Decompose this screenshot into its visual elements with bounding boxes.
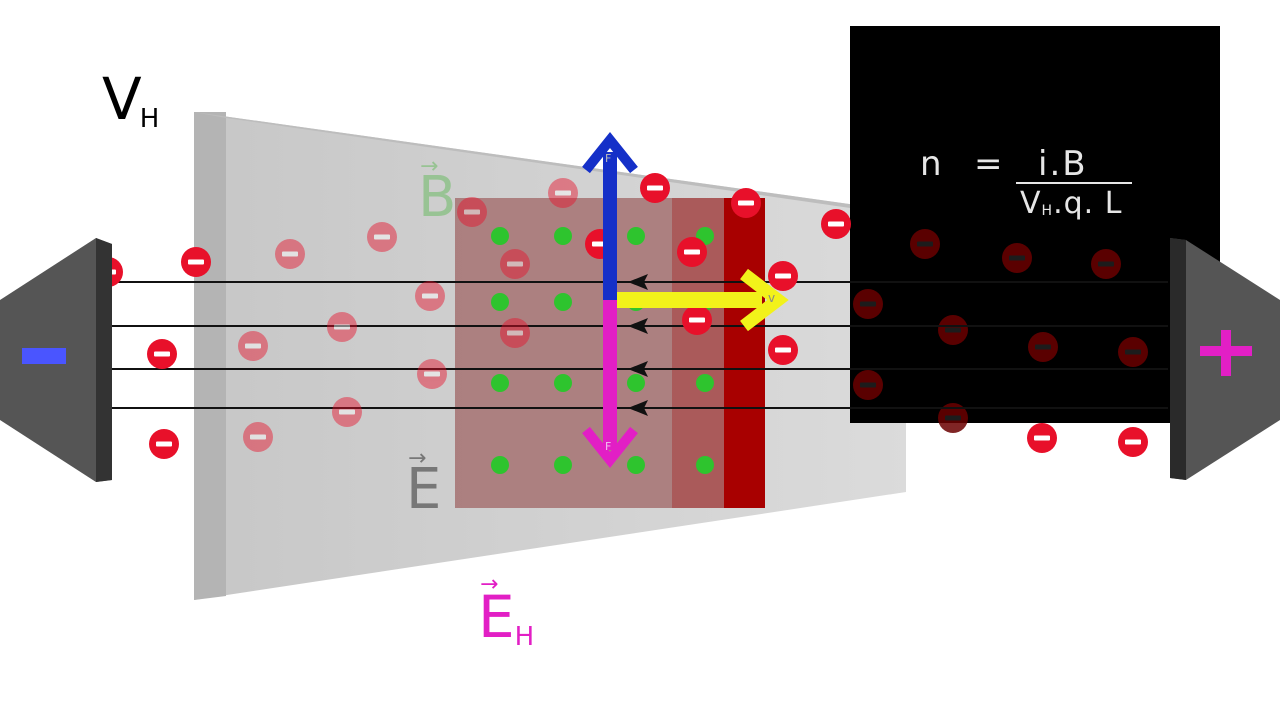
- field-dot-icon: [554, 293, 572, 311]
- electron-icon: [417, 359, 447, 389]
- electron-icon: [327, 312, 357, 342]
- magnetic-force-label: F: [605, 152, 611, 165]
- vector-arrow-icon: →: [420, 154, 439, 179]
- field-dot-icon: [627, 227, 645, 245]
- magnetic-field-label: →B: [418, 156, 456, 226]
- field-dot-icon: [491, 293, 509, 311]
- plus-vertical-icon: [1221, 330, 1231, 376]
- hall-voltage-label: VH: [102, 70, 160, 134]
- electron-icon: [1027, 423, 1057, 453]
- denominator-v: V: [1020, 186, 1042, 221]
- current-lines: [104, 274, 1168, 416]
- electron-icon: [147, 339, 177, 369]
- arrowhead-left-icon: [628, 274, 648, 290]
- hall-field-sub: H: [514, 622, 535, 652]
- electron-icon: [1028, 332, 1058, 362]
- electron-icon: [149, 429, 179, 459]
- electron-icon: [853, 370, 883, 400]
- formula-panel: [850, 26, 1220, 423]
- field-dot-icon: [627, 374, 645, 392]
- vector-arrow-icon: →: [480, 572, 499, 597]
- electron-icon: [457, 197, 487, 227]
- electron-icon: [548, 178, 578, 208]
- electron-icon: [768, 261, 798, 291]
- magnetic-force-arrow: F: [582, 131, 638, 300]
- field-dot-icon: [554, 456, 572, 474]
- electron-icon: [682, 305, 712, 335]
- velocity-label: v: [768, 291, 775, 305]
- electron-icon: [640, 173, 670, 203]
- fraction-bar: [1016, 182, 1132, 184]
- arrowhead-left-icon: [628, 361, 648, 377]
- electric-force-arrow: F: [582, 300, 638, 469]
- formula-numerator: i.B: [1038, 144, 1088, 184]
- electron-icon: [938, 403, 968, 433]
- electric-field-main: E: [406, 457, 442, 522]
- electron-icon: [500, 318, 530, 348]
- electron-icon: [853, 289, 883, 319]
- field-dot-icon: [491, 227, 509, 245]
- electron-icon: [1002, 243, 1032, 273]
- field-dot-icon: [696, 456, 714, 474]
- field-dot-icon: [554, 227, 572, 245]
- electric-field-label: →E: [406, 448, 441, 518]
- arrowhead-left-icon: [628, 400, 648, 416]
- positive-terminal: [1170, 238, 1280, 480]
- arrowhead-left-icon: [628, 318, 648, 334]
- electron-icon: [275, 239, 305, 269]
- magnetic-field-main: B: [418, 165, 457, 230]
- field-dot-icon: [627, 456, 645, 474]
- formula-denominator: VH.q. L: [1020, 186, 1122, 221]
- electron-icon: [938, 315, 968, 345]
- hall-field-label: →EH: [478, 574, 535, 652]
- velocity-arrow: v: [612, 268, 789, 332]
- minus-sign-icon: [22, 348, 66, 364]
- vector-arrow-icon: →: [408, 446, 427, 471]
- hall-voltage-sub: H: [139, 104, 160, 134]
- formula-equals: =: [974, 144, 1003, 184]
- field-dot-icon: [554, 374, 572, 392]
- electron-icon: [768, 335, 798, 365]
- charge-accumulation-band: [724, 198, 765, 508]
- electron-icon: [367, 222, 397, 252]
- electron-icon: [1091, 249, 1121, 279]
- field-dot-icon: [491, 374, 509, 392]
- electrons: [93, 173, 1148, 459]
- electron-icon: [181, 247, 211, 277]
- electron-icon: [910, 229, 940, 259]
- electron-icon: [1118, 427, 1148, 457]
- electric-force-label: F: [605, 440, 611, 453]
- electron-icon: [821, 209, 851, 239]
- field-dot-icon: [491, 456, 509, 474]
- electron-icon: [332, 397, 362, 427]
- electron-icon: [238, 331, 268, 361]
- hall-field-main: E: [478, 583, 515, 651]
- electron-icon: [677, 237, 707, 267]
- denominator-sub: H: [1041, 203, 1054, 219]
- hall-voltage-main: V: [102, 65, 142, 133]
- denominator-rest: .q. L: [1053, 186, 1123, 221]
- electron-icon: [243, 422, 273, 452]
- electron-icon: [500, 249, 530, 279]
- rear-electrons: [853, 229, 1148, 433]
- electron-icon: [415, 281, 445, 311]
- electron-icon: [731, 188, 761, 218]
- negative-terminal: [0, 238, 112, 482]
- formula-lhs: n: [920, 144, 942, 184]
- electron-icon: [1118, 337, 1148, 367]
- field-dot-icon: [696, 374, 714, 392]
